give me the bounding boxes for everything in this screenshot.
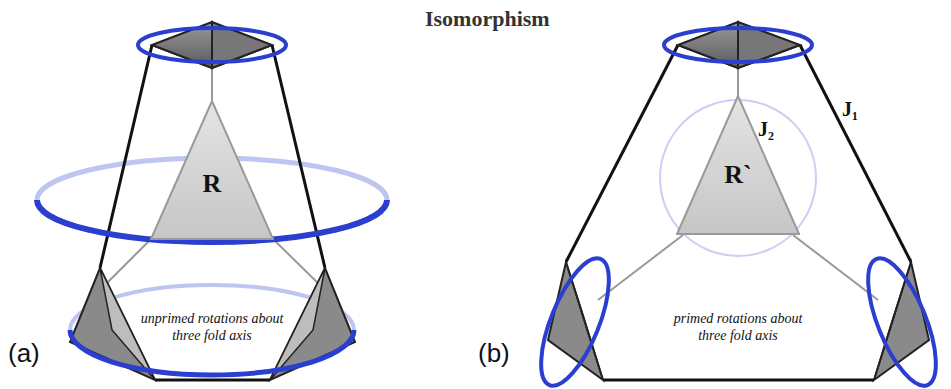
region-label: R` [724, 160, 751, 190]
panel-label: (a) [8, 338, 40, 369]
triangle-face: R [150, 100, 274, 240]
region-label: R [203, 169, 222, 199]
coupling-label: J₁ [842, 98, 858, 121]
panel-label: (b) [478, 338, 510, 369]
triangle-face: R` [676, 95, 800, 235]
panel-a-drawing [37, 22, 387, 380]
note-label: unprimed rotations about three fold axis [132, 311, 292, 345]
title-label: Isomorphism [425, 6, 550, 32]
coupling-label: J₂ [758, 118, 774, 141]
panel-b-drawing [527, 22, 949, 389]
note-label: primed rotations about three fold axis [658, 311, 818, 345]
